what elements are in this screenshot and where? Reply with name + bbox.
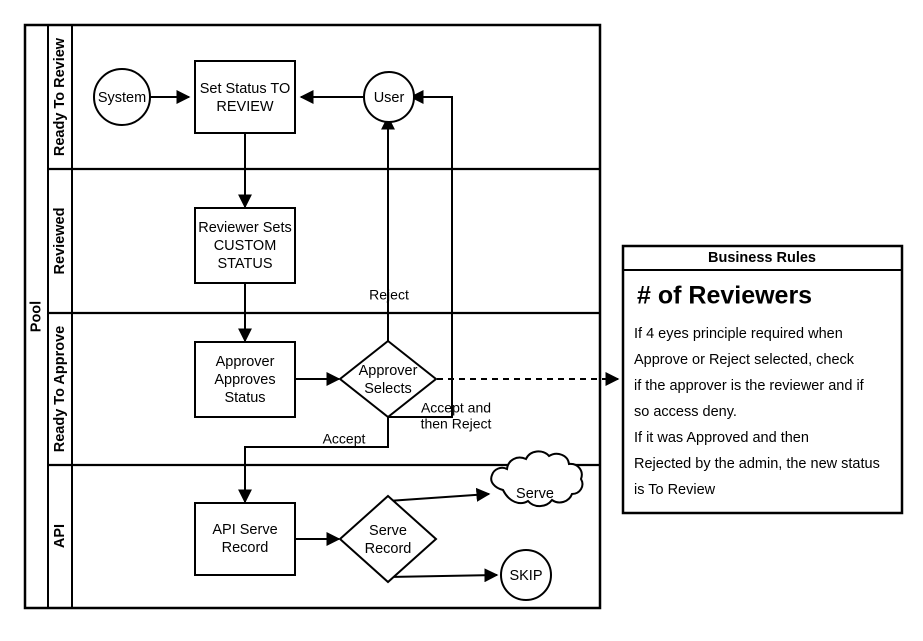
business-rules-panel-border xyxy=(621,244,904,515)
node-serve[interactable]: Serve xyxy=(490,450,584,508)
node-approver-selects[interactable]: Approver Selects xyxy=(338,339,438,419)
approver-selects-diamond[interactable] xyxy=(338,339,438,419)
approver-approves-status-label-line1: Approver xyxy=(216,354,275,370)
node-system[interactable]: System xyxy=(93,68,151,126)
serve-label: Serve xyxy=(516,486,554,502)
lane-label-ready-to-approve: Ready To Approve xyxy=(52,326,68,453)
lane-label-reviewed: Reviewed xyxy=(52,208,68,275)
reviewer-sets-custom-status-label-line2: CUSTOM xyxy=(214,238,277,254)
business-rules-line-4: so access deny. xyxy=(634,404,737,420)
connectors: Reject Accept Accept and then Reject xyxy=(150,90,620,583)
business-rules-line-5: If it was Approved and then xyxy=(634,430,809,446)
node-serve-record[interactable]: Serve Record xyxy=(338,494,438,584)
pool-border xyxy=(23,23,602,610)
business-rules-panel-heading: # of Reviewers xyxy=(637,282,812,310)
user-label: User xyxy=(374,90,405,106)
node-user[interactable]: User xyxy=(363,71,415,123)
pool: Pool Ready To Review Reviewed Ready To A… xyxy=(23,23,602,610)
serve-record-label-line1: Serve xyxy=(369,523,407,539)
node-set-status-to-review[interactable]: Set Status TO REVIEW xyxy=(194,60,296,134)
skip-circle[interactable] xyxy=(500,549,552,601)
serve-record-label-line2: Record xyxy=(365,541,412,557)
set-status-to-review-box[interactable] xyxy=(194,60,296,134)
serve-record-diamond[interactable] xyxy=(338,494,438,584)
approver-selects-label-line1: Approver xyxy=(359,363,418,379)
business-rules-line-1: If 4 eyes principle required when xyxy=(634,326,843,342)
node-approver-approves-status[interactable]: Approver Approves Status xyxy=(194,341,296,418)
edge-label-accept-then-reject-line2: then Reject xyxy=(421,416,492,432)
edge-accept-then-reject xyxy=(388,90,453,418)
node-skip[interactable]: SKIP xyxy=(500,549,552,601)
business-rules-line-7: is To Review xyxy=(634,482,716,498)
business-rules-line-3: if the approver is the reviewer and if xyxy=(634,378,865,394)
business-rules-line-2: Approve or Reject selected, check xyxy=(634,352,855,368)
approver-approves-status-label-line3: Status xyxy=(224,390,265,406)
reviewer-sets-custom-status-box[interactable] xyxy=(194,207,296,284)
set-status-to-review-label-line1: Set Status TO xyxy=(200,81,291,97)
approver-selects-label-line2: Selects xyxy=(364,381,412,397)
api-serve-record-label-line1: API Serve xyxy=(212,522,277,538)
system-label: System xyxy=(98,90,146,106)
edge-accept xyxy=(238,417,389,504)
pool-label: Pool xyxy=(28,301,44,332)
edge-label-reject: Reject xyxy=(369,287,409,303)
business-rules-panel-title: Business Rules xyxy=(708,250,816,266)
api-serve-record-label-line2: Record xyxy=(222,540,269,556)
skip-label: SKIP xyxy=(509,568,542,584)
serve-cloud-shape[interactable] xyxy=(490,450,584,508)
lane-label-api: API xyxy=(52,524,68,548)
api-serve-record-box[interactable] xyxy=(194,502,296,576)
approver-approves-status-label-line2: Approves xyxy=(214,372,275,388)
system-circle[interactable] xyxy=(93,68,151,126)
approver-approves-status-box[interactable] xyxy=(194,341,296,418)
reviewer-sets-custom-status-label-line3: STATUS xyxy=(217,256,272,272)
set-status-to-review-label-line2: REVIEW xyxy=(216,99,274,115)
business-rules-line-6: Rejected by the admin, the new status xyxy=(634,456,880,472)
edge-label-accept-then-reject-line1: Accept and xyxy=(421,400,491,416)
lane-label-ready-to-review: Ready To Review xyxy=(52,37,68,156)
edge-serve-record-to-serve xyxy=(387,487,491,502)
user-circle[interactable] xyxy=(363,71,415,123)
node-reviewer-sets-custom-status[interactable]: Reviewer Sets CUSTOM STATUS xyxy=(194,207,296,284)
business-rules-panel: Business Rules # of Reviewers If 4 eyes … xyxy=(621,244,904,515)
edge-label-accept: Accept xyxy=(323,431,366,447)
reviewer-sets-custom-status-label-line1: Reviewer Sets xyxy=(198,220,291,236)
edge-serve-record-to-skip xyxy=(387,568,499,583)
node-api-serve-record[interactable]: API Serve Record xyxy=(194,502,296,576)
